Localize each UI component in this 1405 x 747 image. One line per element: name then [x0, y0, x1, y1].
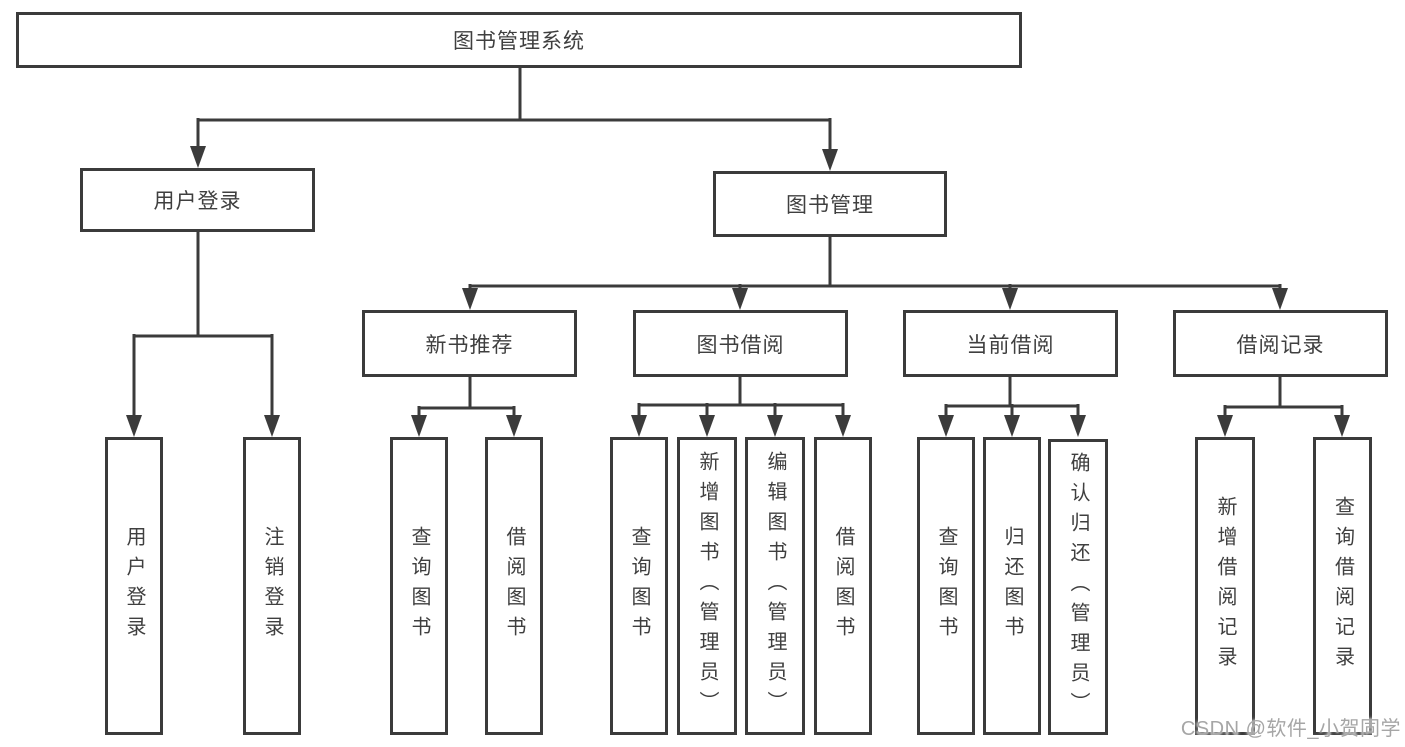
- leaf-newbook-borrow-book-label: 借阅图书: [503, 526, 525, 646]
- node-book-mgmt: 图书管理: [713, 171, 947, 237]
- node-current-borrow: 当前借阅: [903, 310, 1118, 377]
- leaf-newbook-query-book-label: 查询图书: [408, 526, 430, 646]
- leaf-records-add-record-label: 新增借阅记录: [1214, 496, 1236, 676]
- leaf-current-return-book-label: 归还图书: [1001, 526, 1023, 646]
- leaf-current-confirm-return: 确认归还（管理员）: [1048, 439, 1108, 735]
- leaf-borrow-query-book-label: 查询图书: [628, 526, 650, 646]
- leaf-user-login-label: 用户登录: [123, 526, 145, 646]
- node-book-borrow: 图书借阅: [633, 310, 848, 377]
- node-new-book-rec: 新书推荐: [362, 310, 577, 377]
- node-book-mgmt-label: 图书管理: [786, 194, 874, 217]
- node-borrow-records-label: 借阅记录: [1236, 333, 1325, 357]
- leaf-borrow-edit-book-label: 编辑图书（管理员）: [764, 451, 786, 721]
- leaf-records-query-record-label: 查询借阅记录: [1331, 496, 1354, 676]
- leaf-logout-label: 注销登录: [261, 526, 283, 646]
- leaf-current-query-book: 查询图书: [917, 437, 975, 735]
- node-root-label: 图书管理系统: [453, 30, 585, 53]
- node-book-borrow-label: 图书借阅: [696, 333, 785, 357]
- leaf-current-query-book-label: 查询图书: [935, 526, 957, 646]
- leaf-borrow-query-book: 查询图书: [610, 437, 668, 735]
- leaf-current-return-book: 归还图书: [983, 437, 1041, 735]
- leaf-newbook-query-book: 查询图书: [390, 437, 448, 735]
- leaf-borrow-add-book: 新增图书（管理员）: [677, 437, 737, 735]
- node-root: 图书管理系统: [16, 12, 1022, 68]
- arrowhead-icons: [126, 146, 1350, 437]
- leaf-current-confirm-return-label: 确认归还（管理员）: [1067, 452, 1089, 722]
- watermark: CSDN @软件_小贺同学: [1180, 718, 1401, 740]
- leaf-borrow-borrow-book-label: 借阅图书: [832, 526, 854, 646]
- node-user-login-label: 用户登录: [153, 190, 242, 213]
- node-new-book-rec-label: 新书推荐: [425, 333, 514, 357]
- leaf-borrow-borrow-book: 借阅图书: [814, 437, 872, 735]
- leaf-borrow-add-book-label: 新增图书（管理员）: [696, 451, 718, 721]
- node-current-borrow-label: 当前借阅: [966, 333, 1055, 357]
- leaf-user-login: 用户登录: [105, 437, 163, 735]
- leaf-records-add-record: 新增借阅记录: [1195, 437, 1255, 735]
- leaf-records-query-record: 查询借阅记录: [1313, 437, 1372, 735]
- leaf-borrow-edit-book: 编辑图书（管理员）: [745, 437, 805, 735]
- node-borrow-records: 借阅记录: [1173, 310, 1388, 377]
- node-user-login: 用户登录: [80, 168, 315, 232]
- leaf-logout: 注销登录: [243, 437, 301, 735]
- leaf-newbook-borrow-book: 借阅图书: [485, 437, 543, 735]
